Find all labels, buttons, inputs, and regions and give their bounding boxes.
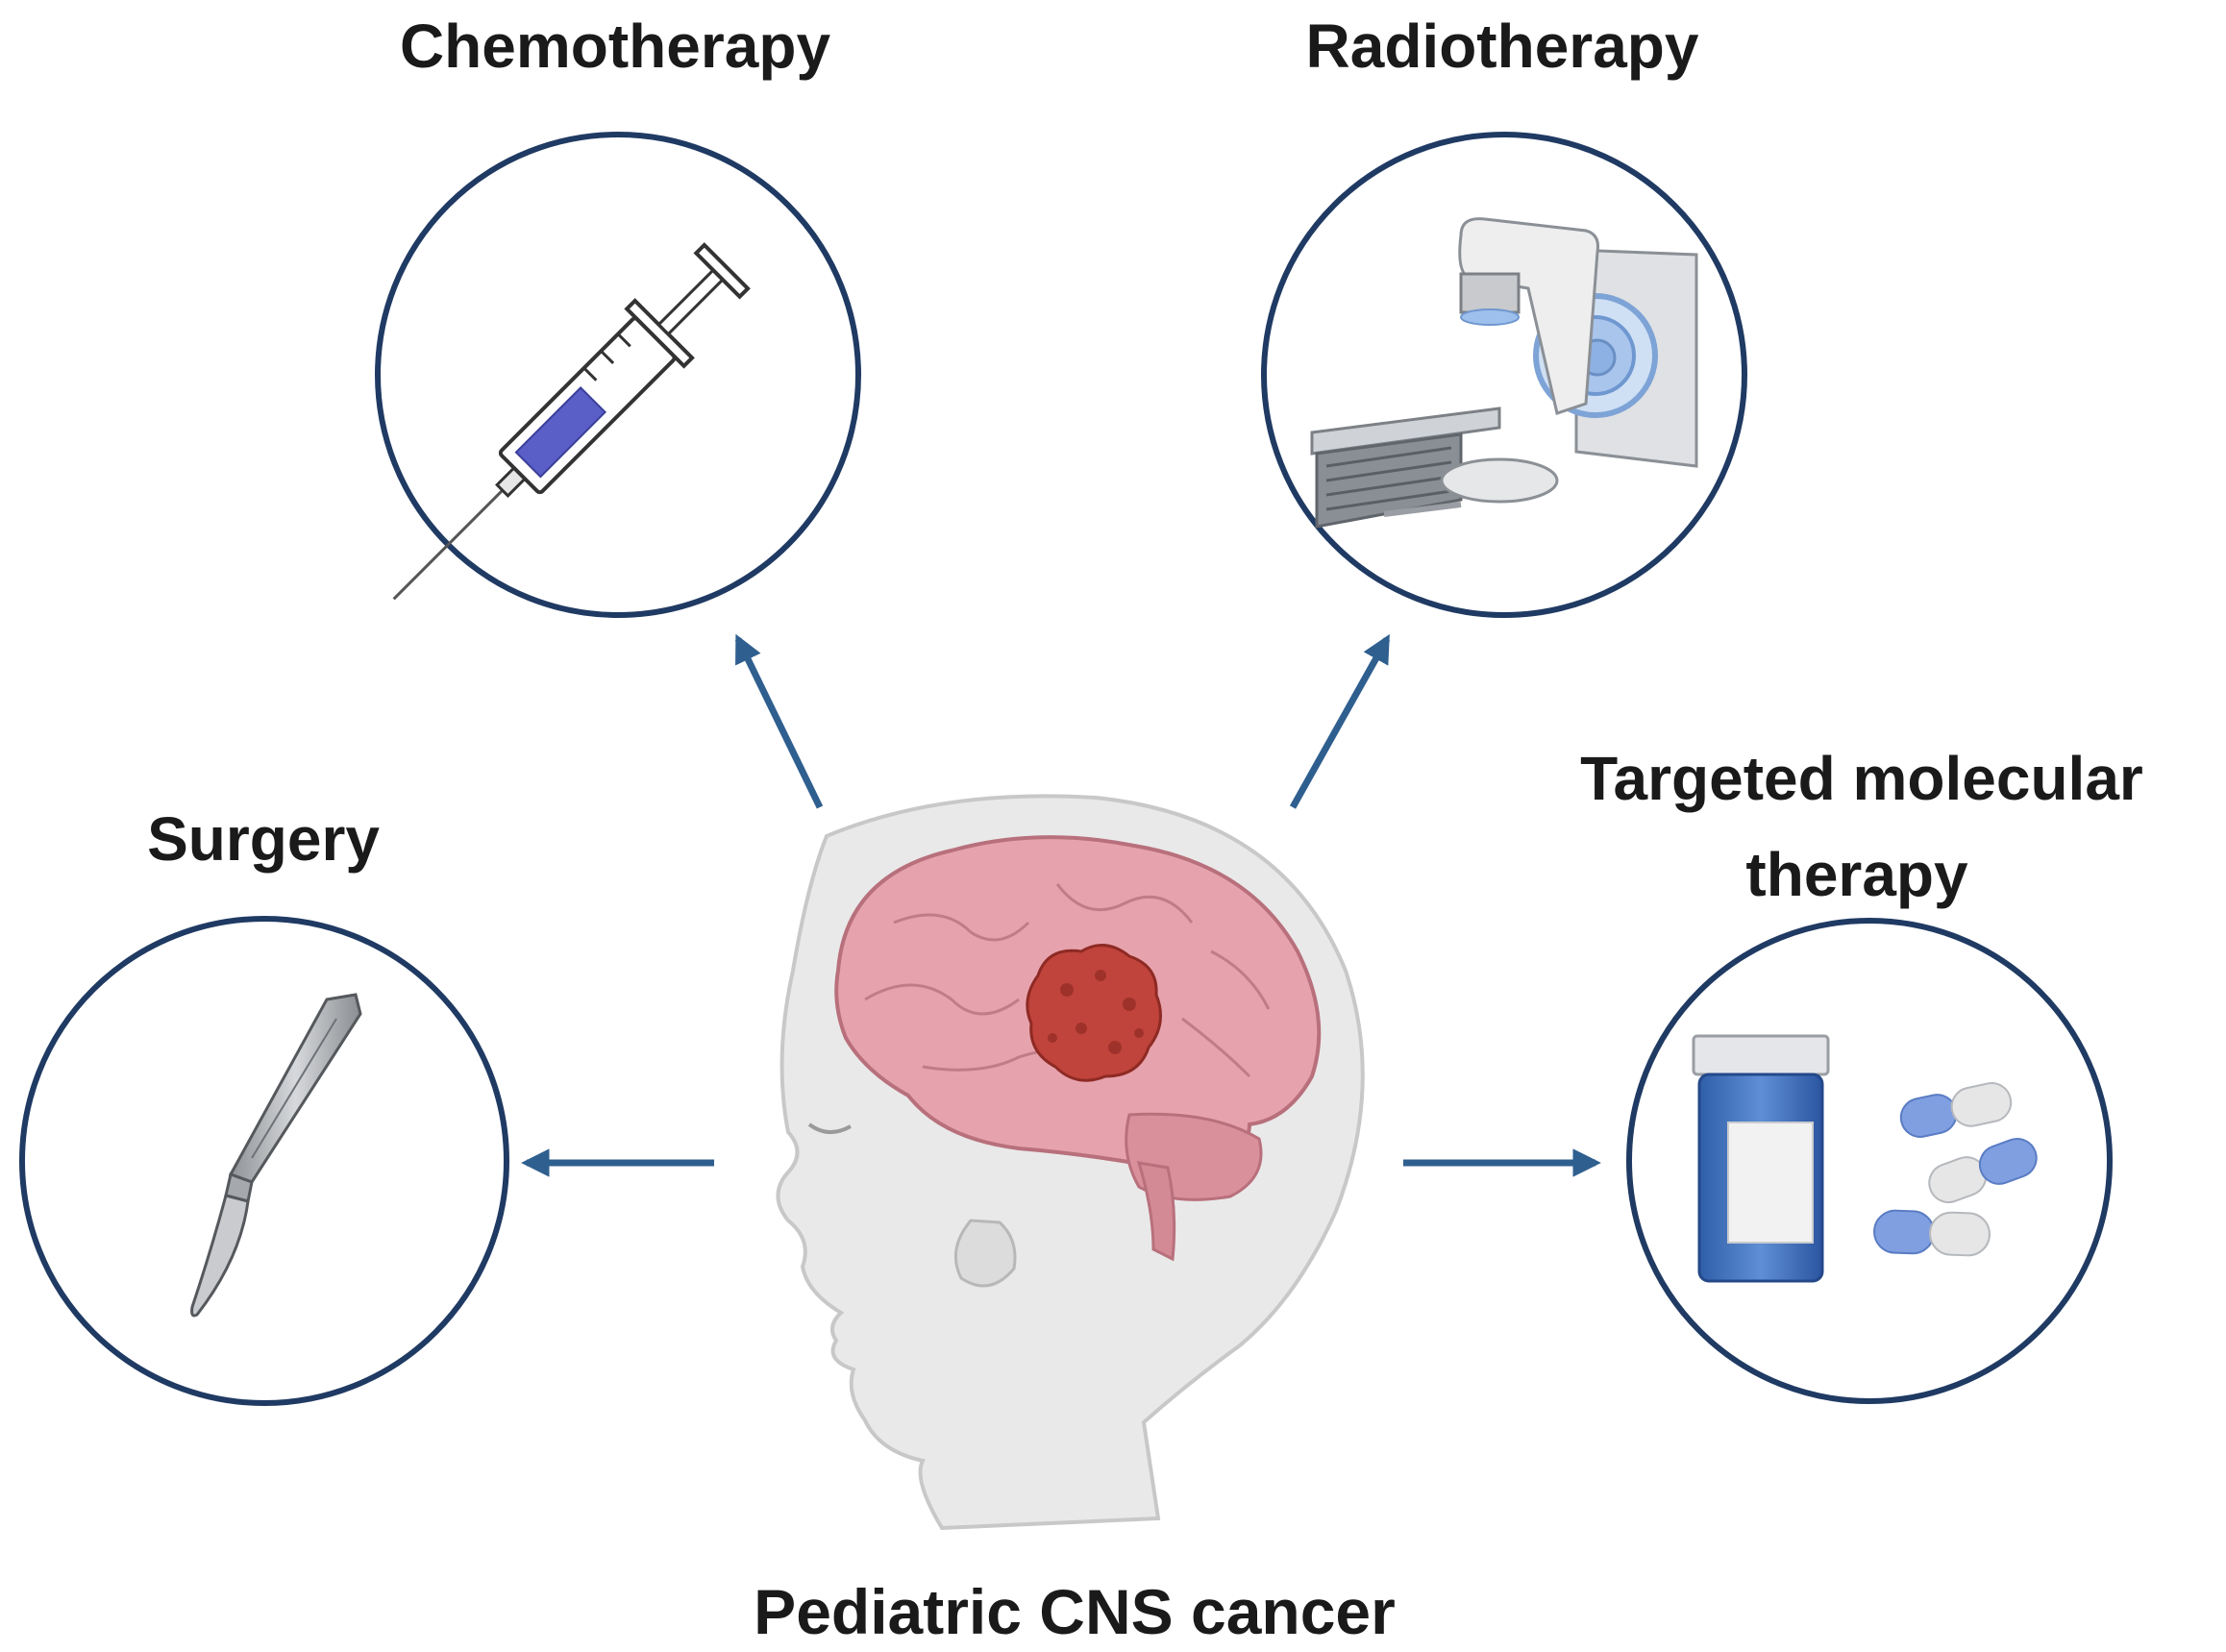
- targeted-therapy-label-line1: Targeted molecular: [1580, 744, 2143, 813]
- arrow-to-radiotherapy: [1289, 633, 1391, 809]
- tumor-mass: [1026, 944, 1162, 1082]
- pill-bottle-capsules-icon: [1692, 1034, 2038, 1283]
- scalpel-icon: [190, 993, 362, 1318]
- radiotherapy-label: Radiotherapy: [1306, 12, 1699, 81]
- center-label: Pediatric CNS cancer: [754, 1576, 1396, 1647]
- surgery-label: Surgery: [147, 804, 380, 874]
- arrow-to-chemotherapy: [734, 633, 824, 809]
- chemotherapy-label: Chemotherapy: [400, 12, 831, 81]
- syringe-icon: [392, 242, 751, 601]
- targeted-therapy-label-line2: therapy: [1745, 840, 1968, 909]
- radiotherapy-machine-icon: [1310, 217, 1698, 529]
- infant-head-illustration: [776, 794, 1365, 1531]
